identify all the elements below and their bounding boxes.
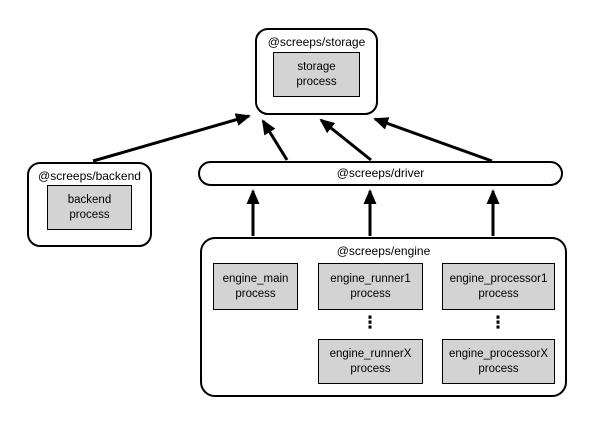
edge-driver-to-storage-right [373,117,493,163]
engine-main-process-box: engine_main process [213,263,298,310]
node-engine: @screeps/engine engine_main process engi… [200,237,567,397]
processor-ellipsis: ⋮ [489,313,507,332]
runner-ellipsis: ⋮ [361,313,379,332]
engine-processor1-process-box: engine_processor1 process [442,263,555,310]
edge-driver-to-storage-mid [319,118,372,162]
node-storage-title: @screeps/storage [267,35,366,49]
node-driver: @screeps/driver [198,161,563,186]
edge-driver-to-storage-left [261,119,289,161]
engine-runnerX-process-box: engine_runnerX process [318,339,423,384]
node-backend: @screeps/backend backend process [27,162,152,247]
backend-process-box: backend process [47,185,132,230]
node-storage: @screeps/storage storage process [255,28,378,115]
node-backend-title: @screeps/backend [38,169,141,183]
node-engine-title: @screeps/engine [336,244,431,258]
edge-backend-to-storage [92,113,251,163]
engine-processorX-process-box: engine_processorX process [442,339,555,384]
engine-runner1-process-box: engine_runner1 process [318,263,423,310]
storage-process-box: storage process [273,52,360,97]
